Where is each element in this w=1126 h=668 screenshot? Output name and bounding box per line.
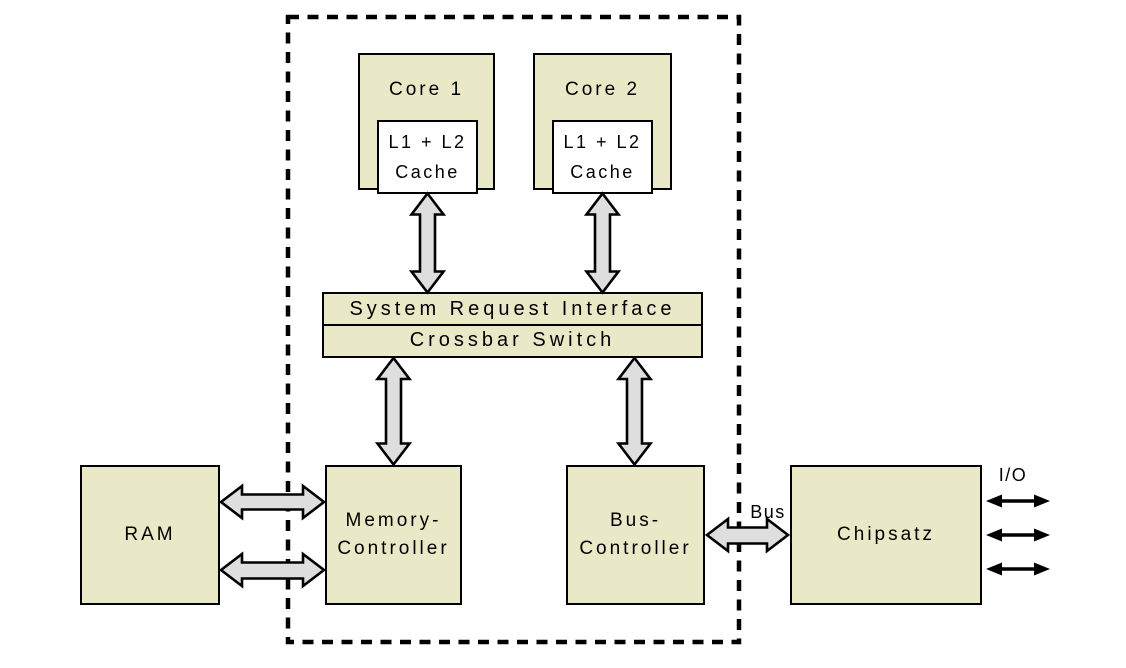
double-arrow-crossbar-bus-controller-icon [615,355,654,467]
double-arrow-ram-memory-controller-lower-icon [218,551,327,589]
core1-cache-line1: L1 + L2 [388,132,467,152]
io-double-arrow-3-icon [986,562,1050,576]
bus-edge-label: Bus [750,502,786,522]
double-arrow-ram-memory-controller-upper-icon [218,483,327,521]
ram-box: RAM [80,465,220,605]
system-request-interface-label: System Request Interface [349,297,676,320]
double-arrow-crossbar-memory-controller-icon [374,355,413,467]
ram-label: RAM [124,524,176,545]
core2-label: Core 2 [564,79,641,100]
memory-controller-line1: Memory- [345,510,442,531]
memory-controller-line2: Controller [337,538,450,559]
chipset-box: Chipsatz [790,465,982,605]
crossbar-switch-bar: Crossbar Switch [322,323,703,358]
double-arrow-core1-cache-sri-icon [408,191,447,295]
io-double-arrow-2-icon [986,528,1050,542]
bus-controller-line1: Bus- [609,510,662,531]
core1-cache-line2: Cache [395,162,460,182]
chipset-label: Chipsatz [837,524,935,545]
bus-controller-line2: Controller [579,538,692,559]
core1-label: Core 1 [388,79,465,100]
core2-cache-box: L1 + L2 Cache [552,120,653,194]
core2-cache-line2: Cache [570,162,635,182]
core2-cache-line1: L1 + L2 [563,132,642,152]
memory-controller-box: Memory- Controller [325,465,462,605]
system-request-interface-bar: System Request Interface [322,292,703,326]
io-edge-label: I/O [998,465,1028,485]
bus-controller-box: Bus- Controller [566,465,705,605]
core1-cache-box: L1 + L2 Cache [377,120,478,194]
double-arrow-bus-controller-chipset-icon [704,516,791,554]
crossbar-switch-label: Crossbar Switch [409,329,616,352]
io-double-arrow-1-icon [986,494,1050,508]
double-arrow-core2-cache-sri-icon [583,191,622,295]
